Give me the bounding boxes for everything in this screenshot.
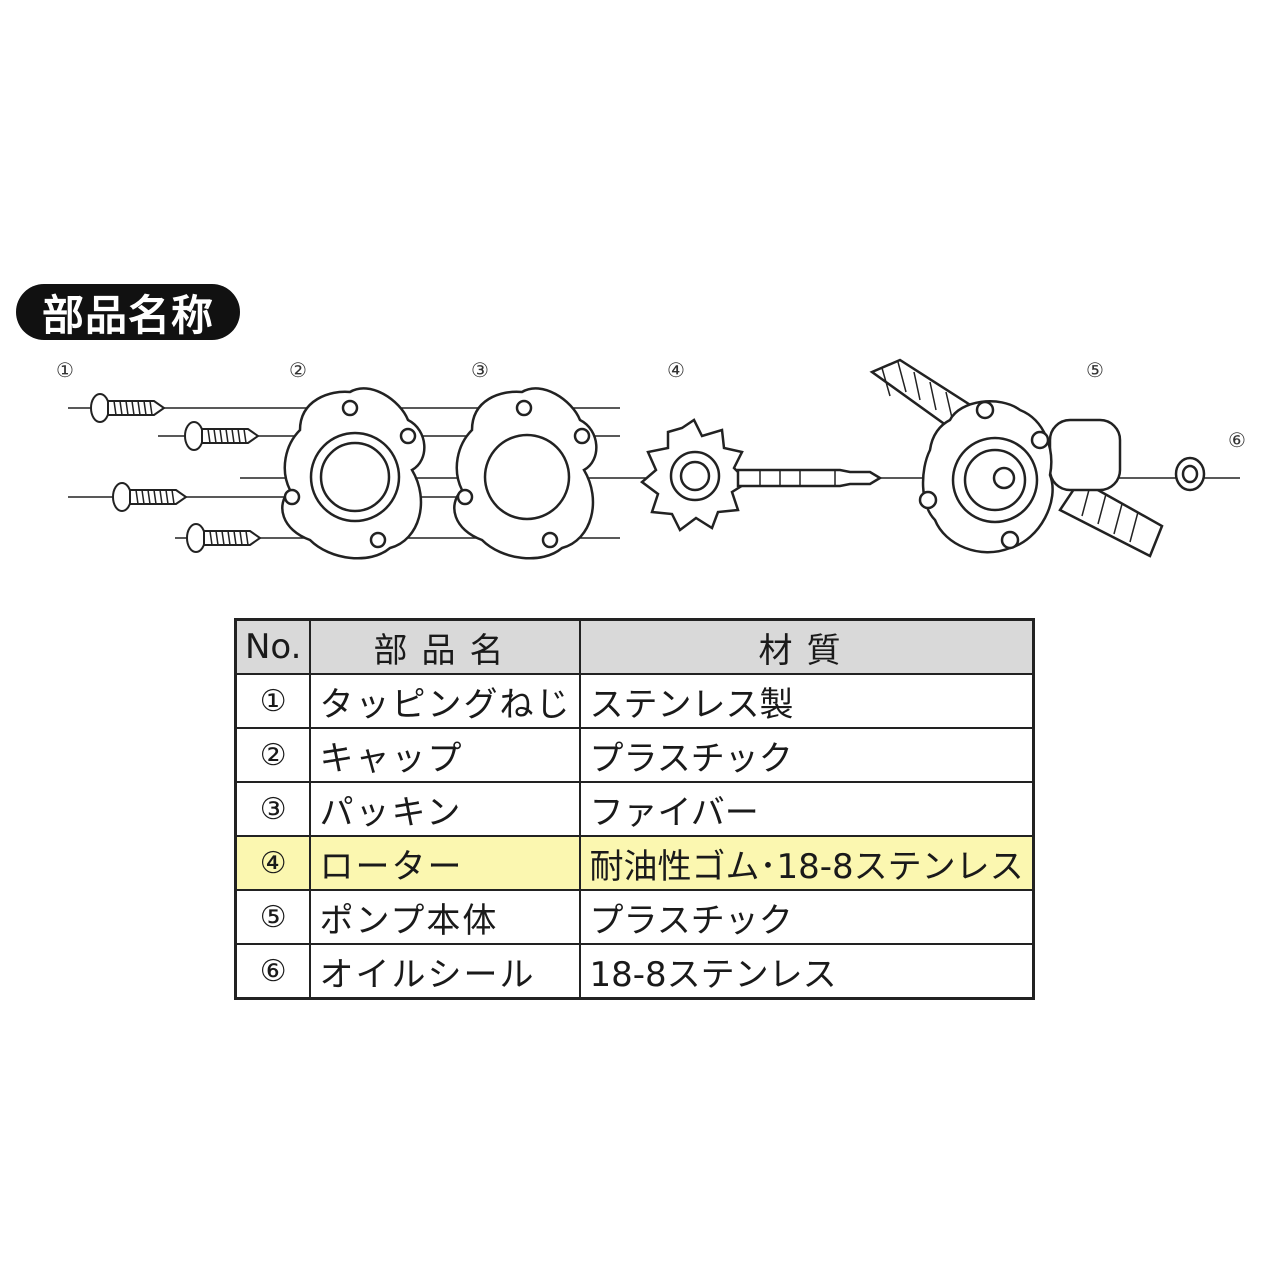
- row-no: ①: [234, 673, 312, 729]
- table-row: ③ パッキン ファイバー: [234, 781, 1035, 837]
- part-number-5: ⑤: [1086, 358, 1104, 382]
- exploded-parts-diagram: [68, 358, 1240, 560]
- part-number-3: ③: [471, 358, 489, 382]
- table-row: ① タッピングねじ ステンレス製: [234, 673, 1035, 729]
- oil-seal-part: [1174, 456, 1206, 492]
- row-no: ②: [234, 727, 312, 783]
- rotor-part: [640, 418, 883, 532]
- row-no: ⑥: [234, 943, 312, 1000]
- table-row: ⑤ ポンプ本体 プラスチック: [234, 889, 1035, 945]
- row-material: 18-8ステンレス: [579, 943, 1035, 1000]
- row-material: プラスチック: [579, 727, 1035, 783]
- row-part-name: タッピングねじ: [309, 673, 582, 729]
- header-material: 材質: [579, 618, 1035, 675]
- row-material: ファイバー: [579, 781, 1035, 837]
- row-part-name: パッキン: [309, 781, 582, 837]
- section-title: 部品名称: [16, 284, 240, 340]
- part-number-6: ⑥: [1228, 428, 1246, 452]
- gasket-part: [453, 387, 598, 560]
- row-material: プラスチック: [579, 889, 1035, 945]
- table-header-row: No. 部品名 材質: [234, 618, 1035, 675]
- cap-part: [281, 387, 426, 560]
- row-material: ステンレス製: [579, 673, 1035, 729]
- row-part-name: ポンプ本体: [309, 889, 582, 945]
- row-no: ⑤: [234, 889, 312, 945]
- header-no: No.: [234, 618, 312, 675]
- row-part-name: オイルシール: [309, 943, 582, 1000]
- row-part-name: キャップ: [309, 727, 582, 783]
- part-number-1: ①: [56, 358, 74, 382]
- part-number-2: ②: [289, 358, 307, 382]
- header-part-name: 部品名: [309, 618, 582, 675]
- row-material: 耐油性ゴム･18-8ステンレス: [579, 835, 1035, 891]
- part-number-4: ④: [667, 358, 685, 382]
- pump-body-part: [869, 358, 1164, 558]
- row-part-name: ローター: [309, 835, 582, 891]
- table-row-highlighted: ④ ローター 耐油性ゴム･18-8ステンレス: [234, 835, 1035, 891]
- row-no: ④: [234, 835, 312, 891]
- tapping-screws: [90, 393, 262, 553]
- row-no: ③: [234, 781, 312, 837]
- parts-table: No. 部品名 材質 ① タッピングねじ ステンレス製 ② キャップ プラスチッ…: [234, 618, 1035, 1000]
- table-row: ② キャップ プラスチック: [234, 727, 1035, 783]
- table-row: ⑥ オイルシール 18-8ステンレス: [234, 943, 1035, 1000]
